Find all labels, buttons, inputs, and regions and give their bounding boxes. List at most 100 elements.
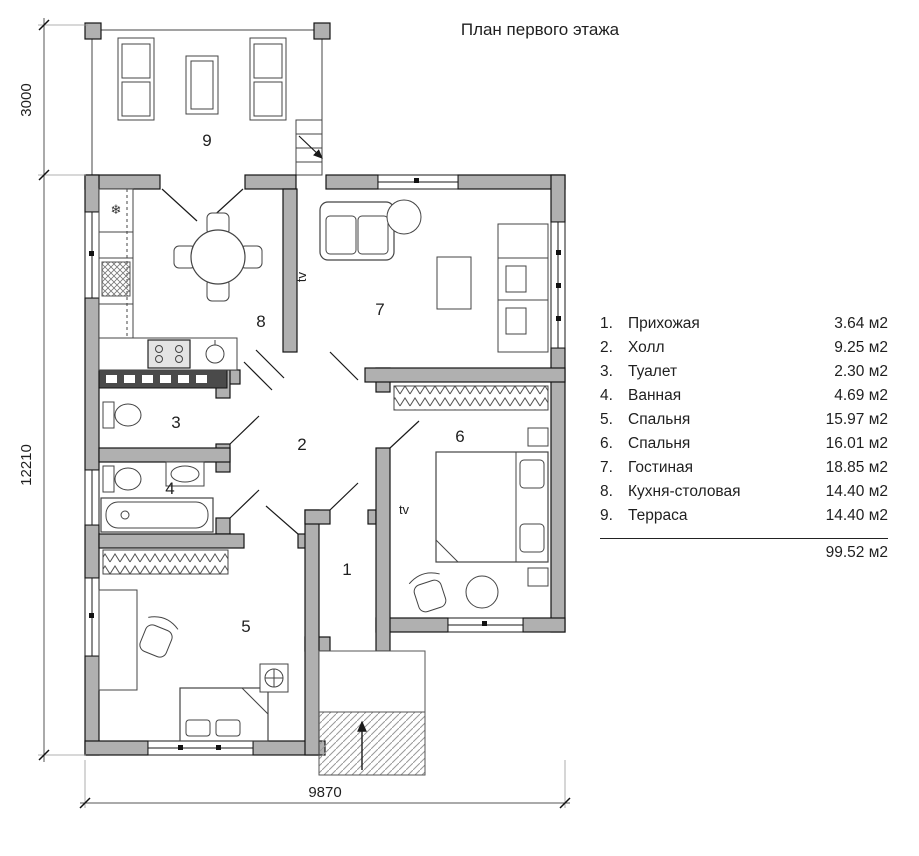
room-number: 5. [600, 411, 613, 428]
room-number: 3. [600, 363, 613, 380]
room-legend: 1. Прихожая 3.64 м2 2. Холл 9.25 м2 3. Т… [600, 312, 888, 567]
bed-bedroom6 [435, 451, 549, 563]
room-name: Терраса [628, 507, 688, 524]
room-area: 9.25 м2 [834, 339, 888, 356]
fridge-icon: ❄ [111, 202, 122, 217]
window-bedroom5-bottom [147, 740, 254, 756]
toilet-door-leaf [229, 415, 260, 445]
window-bath-left [84, 469, 100, 526]
side-table [259, 663, 289, 693]
room-number: 9. [600, 507, 613, 524]
room-label-3: 3 [171, 413, 180, 432]
hob [101, 261, 131, 297]
terrace [84, 22, 331, 176]
room-area: 16.01 м2 [825, 435, 888, 452]
legend-row-5: 5. Спальня 15.97 м2 [600, 408, 888, 432]
room-area: 14.40 м2 [825, 483, 888, 500]
porch-steps [318, 711, 426, 776]
windows [84, 174, 566, 756]
room-label-7: 7 [375, 300, 384, 319]
room-name: Ванная [628, 387, 682, 404]
bed-bedroom5 [179, 687, 269, 742]
desk-chair [139, 616, 179, 658]
pouf [465, 575, 499, 609]
sofa [319, 201, 395, 261]
room-area: 3.64 м2 [834, 315, 888, 332]
bathroom-fixtures [100, 461, 214, 533]
wall-unit [497, 223, 549, 353]
desk [98, 589, 138, 691]
legend-row-2: 2. Холл 9.25 м2 [600, 336, 888, 360]
room-area: 15.97 м2 [825, 411, 888, 428]
window-living-top [377, 174, 459, 190]
coffee-table [436, 256, 472, 310]
armchair-bedroom6 [408, 572, 447, 613]
bedroom5-door-leaf [265, 505, 299, 535]
room-number: 4. [600, 387, 613, 404]
legend-row-3: 3. Туалет 2.30 м2 [600, 360, 888, 384]
bath-door-leaf [229, 489, 260, 519]
legend-divider [600, 538, 888, 539]
terrace-steps [295, 119, 323, 176]
room-label-8: 8 [256, 312, 265, 331]
room-name: Холл [628, 339, 665, 356]
room-name: Туалет [628, 363, 678, 380]
room-area: 4.69 м2 [834, 387, 888, 404]
toilet-fixtures [102, 401, 142, 429]
room-label-1: 1 [342, 560, 351, 579]
bedroom6-door-leaf [389, 420, 420, 449]
room-number: 6. [600, 435, 613, 452]
page-title: План первого этажа [460, 20, 620, 39]
bedroom6-furniture [393, 385, 549, 613]
bathtub [100, 497, 214, 533]
kitchen-opening-mark-1 [243, 361, 273, 391]
room-number: 7. [600, 459, 613, 476]
dim-terrace-height: 3000 [18, 83, 35, 116]
bath-sink [165, 461, 205, 487]
room-label-9: 9 [202, 131, 211, 150]
window-kitchen-left [84, 211, 100, 299]
legend-row-1: 1. Прихожая 3.64 м2 [600, 312, 888, 336]
dim-building-width: 9870 [308, 784, 341, 801]
room-label-6: 6 [455, 427, 464, 446]
terrace-sofa-left [117, 37, 155, 121]
terrace-door-leaf-left [161, 188, 198, 222]
legend-row-9: 9. Терраса 14.40 м2 [600, 504, 888, 528]
terrace-table [185, 55, 219, 115]
room-label-5: 5 [241, 617, 250, 636]
dim-building-height: 12210 [18, 444, 35, 486]
legend-row-8: 8. Кухня-столовая 14.40 м2 [600, 480, 888, 504]
kitchen-furniture: ❄ [98, 188, 263, 371]
room-number: 2. [600, 339, 613, 356]
dimension-left: 3000 12210 [18, 18, 88, 762]
room-name: Прихожая [628, 315, 700, 332]
bedroom5-furniture [98, 549, 289, 742]
hall-living-opening-mark [329, 351, 359, 381]
nightstand-top [527, 427, 549, 447]
entry-door-leaf [329, 482, 359, 511]
dining-table [173, 212, 263, 302]
terrace-sofa-right [249, 37, 287, 121]
tv-label-living: tv [294, 271, 309, 282]
room-number-labels: 1 2 3 4 5 6 7 8 9 tv tv [165, 131, 464, 636]
legend-row-6: 6. Спальня 16.01 м2 [600, 432, 888, 456]
wardrobe-bedroom6 [393, 385, 549, 411]
tv-label-bedroom6: tv [399, 502, 410, 517]
nightstand-bottom [527, 567, 549, 587]
room-name: Кухня-столовая [628, 483, 741, 500]
room-number: 8. [600, 483, 613, 500]
room-label-4: 4 [165, 479, 174, 498]
room-name: Спальня [628, 435, 691, 452]
terrace-post-right [313, 22, 331, 40]
kitchen-lower-band [98, 369, 228, 389]
window-bedroom5-left [84, 577, 100, 657]
doors [161, 188, 420, 685]
room-number: 1. [600, 315, 613, 332]
total-area: 99.52 м2 [825, 544, 888, 561]
kitchen-sink [205, 340, 225, 364]
room-area: 2.30 м2 [834, 363, 888, 380]
living-room-furniture [319, 199, 549, 353]
wardrobe-bedroom5 [102, 549, 229, 575]
